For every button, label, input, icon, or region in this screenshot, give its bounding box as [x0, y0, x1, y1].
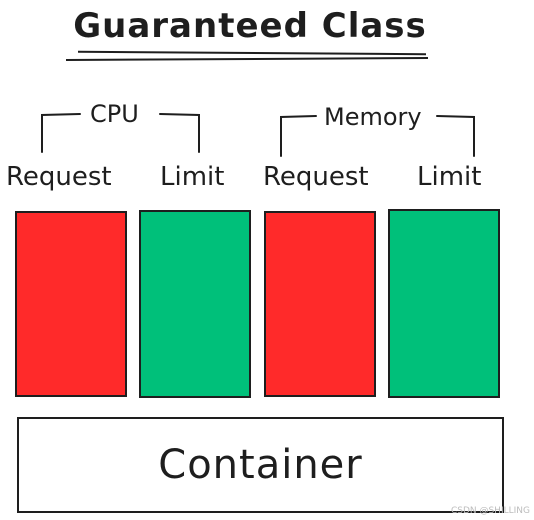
watermark: CSDN @SHILLING — [450, 506, 530, 516]
cpu-bracket-right — [159, 113, 200, 153]
cpu-request-bar — [15, 211, 127, 397]
cpu-group-label: CPU — [86, 100, 143, 128]
container-box: Container — [17, 417, 504, 513]
memory-request-label: Request — [263, 162, 369, 192]
memory-limit-bar — [388, 209, 500, 398]
cpu-limit-label: Limit — [160, 162, 225, 192]
title-underline-bottom — [65, 57, 429, 61]
title-underline-top — [77, 50, 427, 56]
cpu-bracket-left — [41, 113, 81, 153]
cpu-limit-bar — [139, 210, 251, 398]
container-label: Container — [158, 442, 363, 488]
memory-limit-label: Limit — [417, 162, 482, 192]
cpu-request-label: Request — [6, 162, 112, 192]
memory-group-label: Memory — [320, 103, 426, 131]
memory-bracket-right — [436, 115, 475, 157]
memory-request-bar — [264, 211, 376, 397]
memory-bracket-left — [280, 115, 317, 157]
diagram-title: Guaranteed Class — [73, 6, 427, 46]
